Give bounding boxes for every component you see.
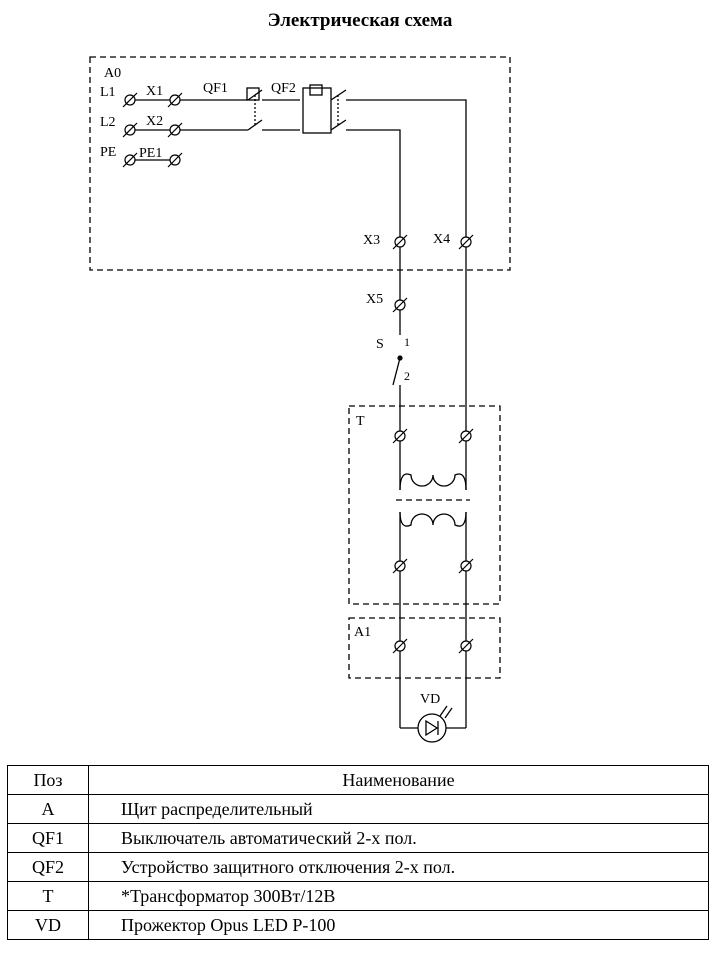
terminal-l1-in bbox=[122, 92, 138, 108]
terminal-pe-in bbox=[122, 152, 138, 168]
transformer-secondary-winding bbox=[399, 511, 467, 527]
table-row: VD Прожектор Opus LED P-100 bbox=[7, 910, 709, 940]
row-pos: QF2 bbox=[7, 852, 89, 882]
enclosure-a1 bbox=[348, 617, 501, 679]
label-pe1: PE1 bbox=[139, 146, 162, 161]
enclosure-t bbox=[348, 405, 501, 605]
led-vd-ray-1 bbox=[439, 705, 448, 717]
label-x4: X4 bbox=[433, 232, 450, 247]
label-qf1: QF1 bbox=[203, 81, 228, 96]
row-pos: A bbox=[7, 794, 89, 824]
label-a0: A0 bbox=[104, 66, 121, 81]
label-s: S bbox=[376, 337, 384, 352]
label-x5: X5 bbox=[366, 292, 383, 307]
label-x1: X1 bbox=[146, 84, 163, 99]
terminal-t-secondary-right bbox=[458, 558, 474, 574]
qf1-breaker-mechanism bbox=[246, 87, 260, 101]
enclosure-a0 bbox=[89, 56, 511, 271]
row-name: Прожектор Opus LED P-100 bbox=[88, 910, 709, 940]
led-vd-ray-2 bbox=[444, 707, 453, 719]
switch-s-contact bbox=[397, 355, 403, 361]
led-vd-triangle bbox=[425, 719, 439, 737]
qf2-rcd-core bbox=[302, 87, 332, 134]
terminal-t-primary-left bbox=[392, 428, 408, 444]
electrical-schematic: A0 L1 L2 PE X1 X2 PE1 QF1 QF2 X3 X4 X5 S… bbox=[89, 56, 511, 743]
qf2-rcd-trip bbox=[309, 84, 323, 96]
header-name: Наименование bbox=[88, 765, 709, 795]
terminal-x1 bbox=[167, 92, 183, 108]
row-name: Устройство защитного отключения 2-х пол. bbox=[88, 852, 709, 882]
label-qf2: QF2 bbox=[271, 81, 296, 96]
table-row: T *Трансформатор 300Вт/12В bbox=[7, 881, 709, 911]
terminal-pe1 bbox=[167, 152, 183, 168]
terminal-a1-right bbox=[458, 638, 474, 654]
terminal-x4 bbox=[458, 234, 474, 250]
table-row: QF1 Выключатель автоматический 2-х пол. bbox=[7, 823, 709, 853]
terminal-l2-in bbox=[122, 122, 138, 138]
label-l1: L1 bbox=[100, 85, 116, 100]
label-x2: X2 bbox=[146, 114, 163, 129]
switch-s-blade bbox=[392, 357, 401, 386]
terminal-t-primary-right bbox=[458, 428, 474, 444]
table-row: QF2 Устройство защитного отключения 2-х … bbox=[7, 852, 709, 882]
specification-table: Поз Наименование A Щит распределительный… bbox=[7, 765, 709, 940]
row-name: Щит распределительный bbox=[88, 794, 709, 824]
row-name: Выключатель автоматический 2-х пол. bbox=[88, 823, 709, 853]
diagram-title: Электрическая схема bbox=[267, 10, 453, 31]
label-vd: VD bbox=[420, 692, 440, 707]
transformer-primary-winding bbox=[399, 473, 467, 491]
led-vd-circle bbox=[417, 713, 447, 743]
terminal-t-secondary-left bbox=[392, 558, 408, 574]
row-pos: VD bbox=[7, 910, 89, 940]
label-a1: A1 bbox=[354, 625, 371, 640]
terminal-x5 bbox=[392, 297, 408, 313]
label-s-pin2: 2 bbox=[404, 369, 410, 383]
table-header-row: Поз Наименование bbox=[7, 765, 709, 795]
row-pos: QF1 bbox=[7, 823, 89, 853]
terminal-x2 bbox=[167, 122, 183, 138]
label-x3: X3 bbox=[363, 233, 380, 248]
wire-qf2-to-x4 bbox=[346, 99, 467, 398]
label-s-pin1: 1 bbox=[404, 335, 410, 349]
label-t: T bbox=[356, 414, 365, 429]
terminal-x3 bbox=[392, 234, 408, 250]
label-l2: L2 bbox=[100, 115, 116, 130]
row-name: *Трансформатор 300Вт/12В bbox=[88, 881, 709, 911]
row-pos: T bbox=[7, 881, 89, 911]
wire-qf2-to-x3 bbox=[346, 129, 401, 335]
header-pos: Поз bbox=[7, 765, 89, 795]
table-row: A Щит распределительный bbox=[7, 794, 709, 824]
terminal-a1-left bbox=[392, 638, 408, 654]
label-pe: PE bbox=[100, 145, 116, 160]
